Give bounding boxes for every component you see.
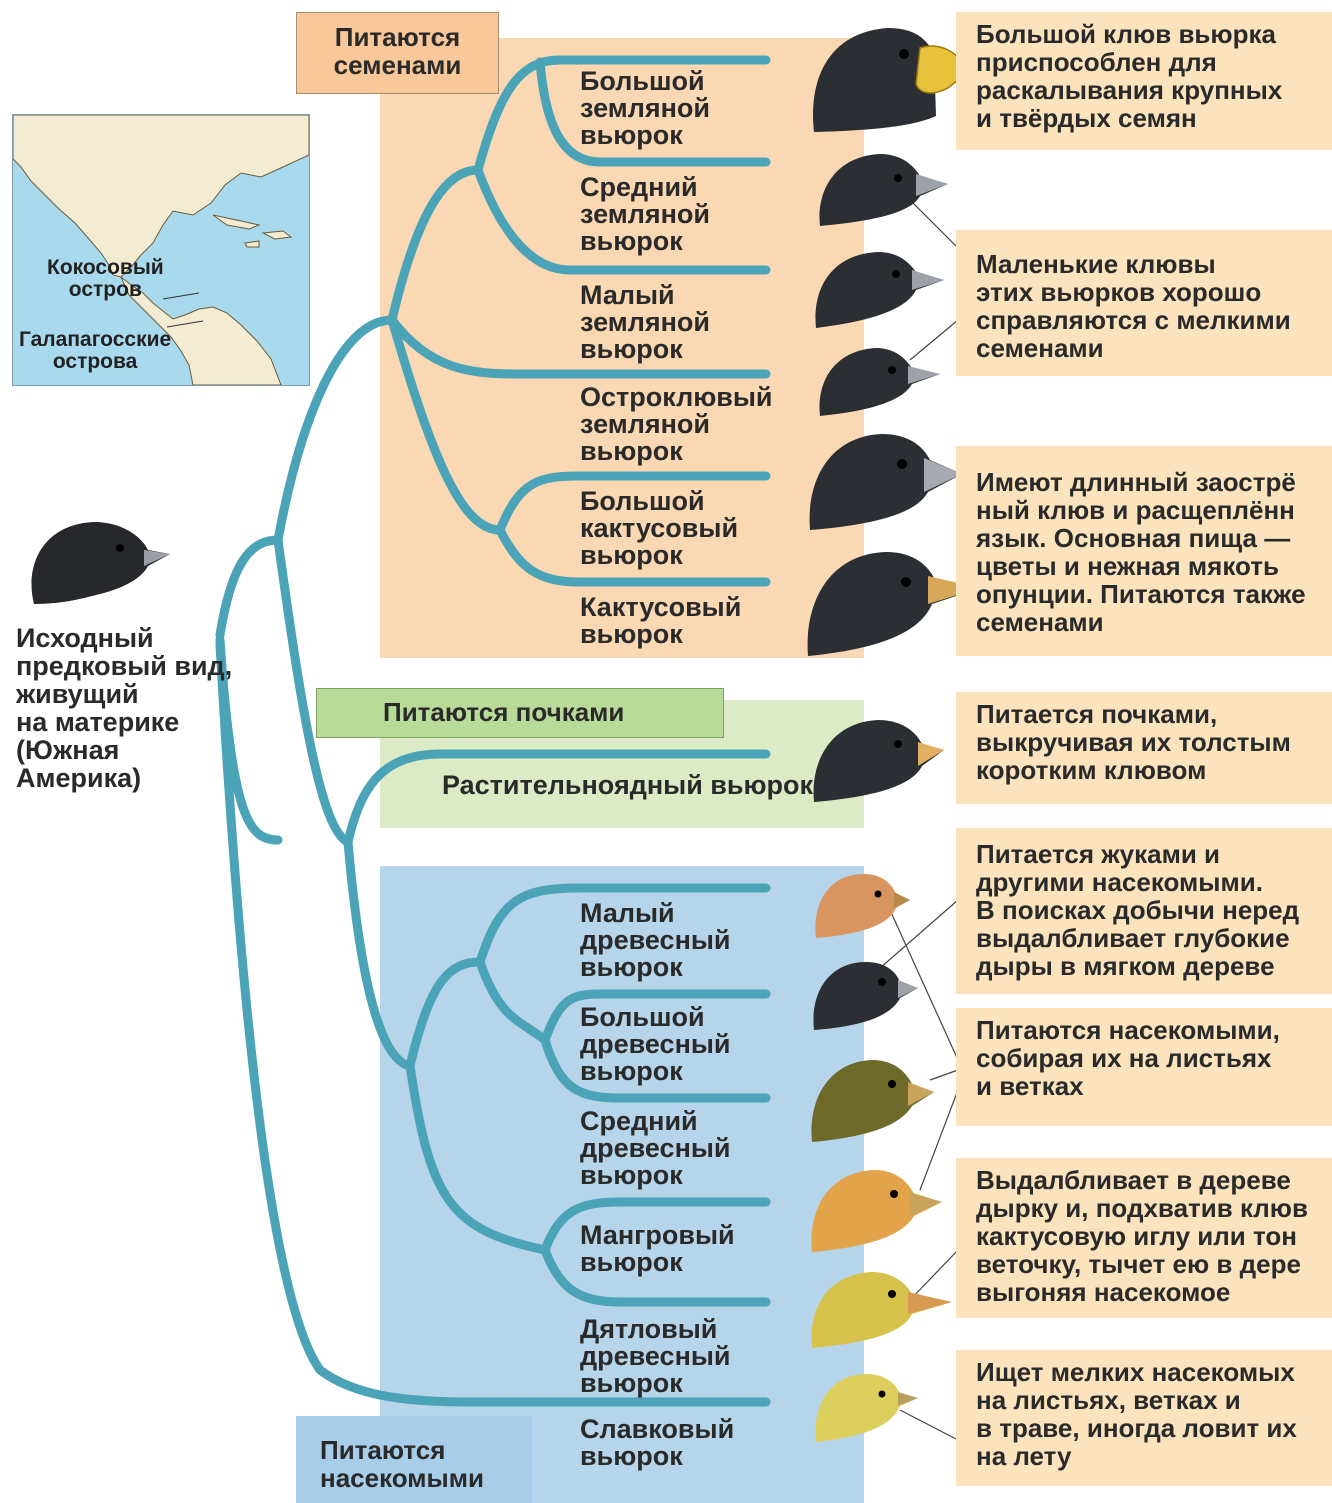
branch-medium-ground bbox=[473, 165, 771, 275]
branch-vegetarian bbox=[343, 749, 771, 847]
branch-root bbox=[215, 535, 283, 640]
woodpecker-finch-head bbox=[811, 1272, 952, 1348]
branch-tree-clade bbox=[343, 837, 415, 1071]
ancestor-finch-head bbox=[31, 522, 170, 604]
branch-large-ground bbox=[535, 57, 771, 167]
medium-tree-finch-head bbox=[811, 1060, 934, 1142]
branch-seed-split bbox=[387, 165, 483, 325]
bud-eaters-tag: Питаются почками bbox=[316, 688, 724, 738]
warbler-finch-head bbox=[815, 1374, 918, 1442]
branch-woodpecker bbox=[540, 1245, 771, 1307]
insect-eaters-tag: Питаются насекомыми bbox=[296, 1416, 532, 1503]
small-tree-finch-head bbox=[815, 874, 910, 938]
branch-mangrove bbox=[405, 1061, 771, 1256]
branch-warbler bbox=[215, 640, 771, 1407]
species-vegetarian-finch: Растительноядный вьюрок bbox=[442, 770, 814, 800]
large-cactus-finch-head bbox=[809, 434, 962, 530]
branch-sharp-beaked bbox=[387, 315, 771, 379]
desc-leaves: Питаются насекомыми,собирая их на листья… bbox=[956, 1008, 1332, 1126]
branch-ground-split bbox=[473, 55, 771, 175]
large-tree-finch-head bbox=[813, 962, 918, 1030]
branch-medium-tree bbox=[540, 1035, 771, 1103]
cactus-finch-head bbox=[807, 552, 980, 656]
large-ground-finch-head bbox=[812, 28, 968, 132]
small-ground-finch-head bbox=[815, 252, 944, 328]
branch-cactus-split bbox=[387, 315, 505, 535]
seed-eaters-zone bbox=[380, 38, 864, 658]
seed-eaters-tag: Питаются семенами bbox=[296, 12, 499, 94]
mangrove-finch-head bbox=[811, 1170, 942, 1252]
branch-small-tree bbox=[475, 883, 771, 967]
branch-large-cactus bbox=[495, 471, 771, 535]
americas-map bbox=[13, 115, 309, 385]
branch-seed-clade bbox=[273, 315, 397, 545]
sharp-beaked-ground-finch-head bbox=[819, 348, 940, 416]
branch-tree-split bbox=[405, 957, 485, 1071]
insect-eaters-zone bbox=[380, 866, 864, 1503]
medium-ground-finch-head bbox=[819, 154, 948, 226]
vegetarian-finch-head bbox=[813, 720, 944, 802]
branch-cactus bbox=[495, 525, 771, 587]
branch-lower-clade bbox=[273, 535, 353, 847]
